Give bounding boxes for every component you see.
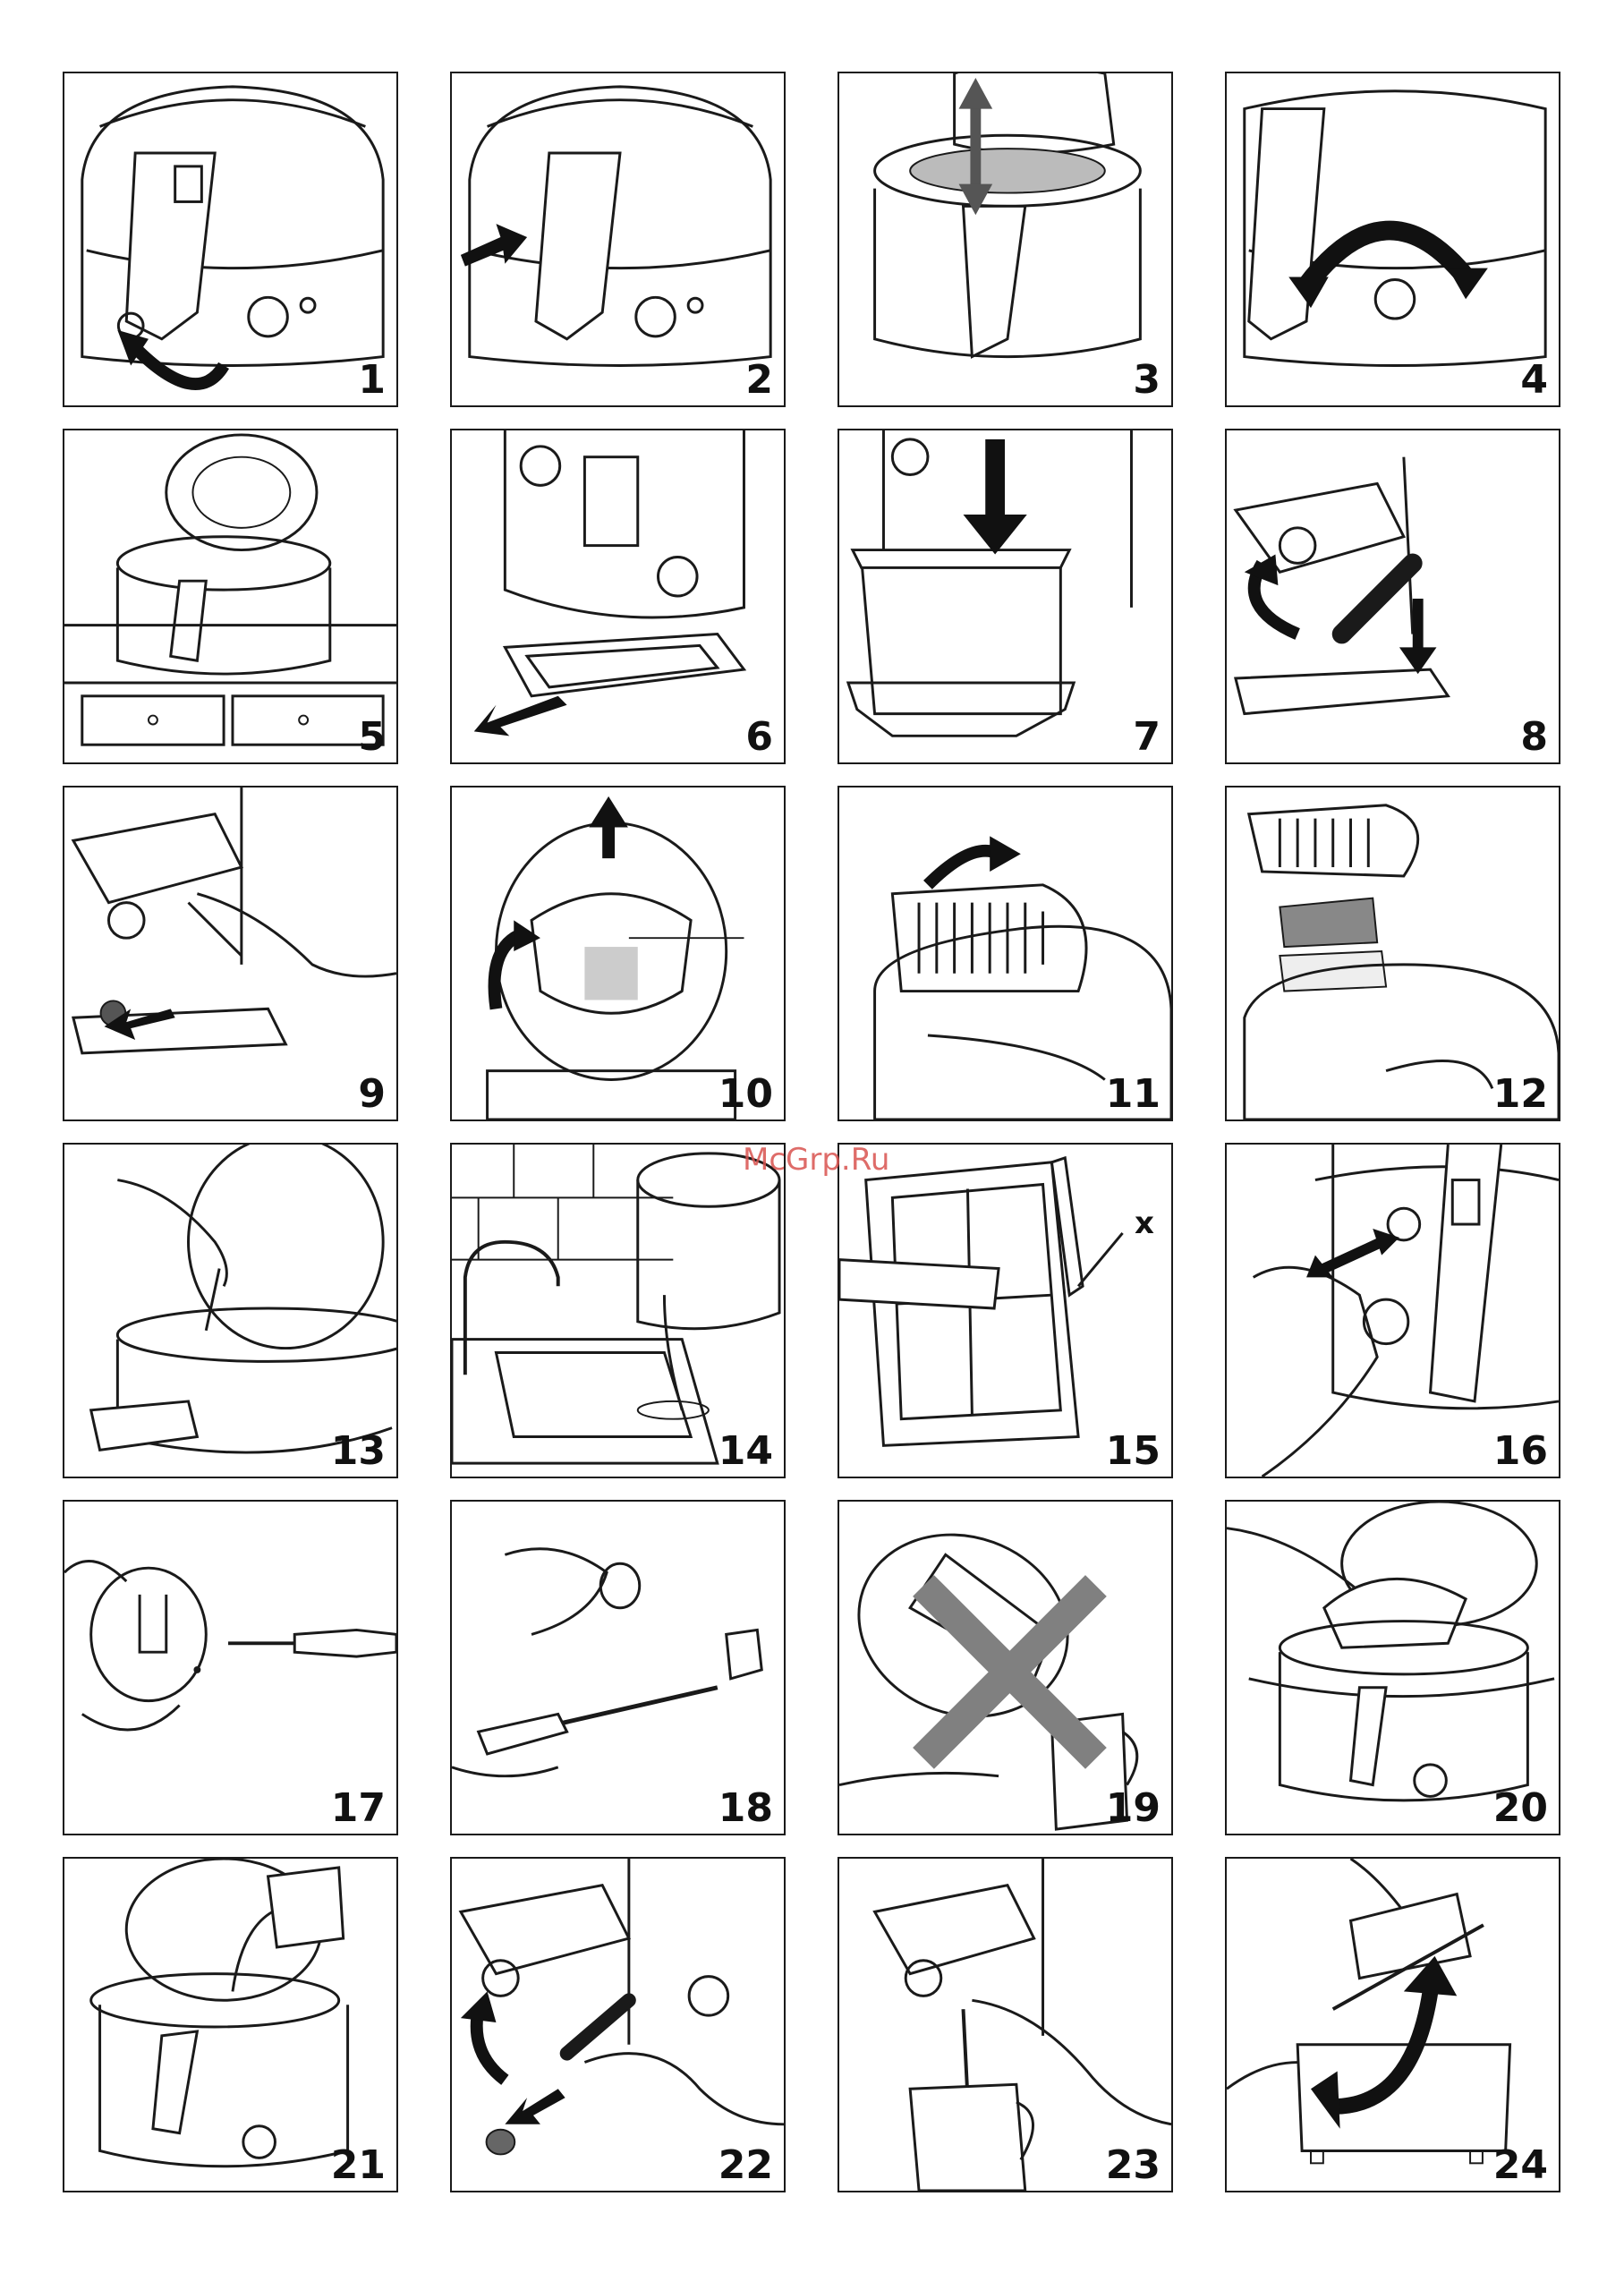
step-panel-21: 21 <box>63 1857 398 2192</box>
step-number: 16 <box>1493 1432 1548 1471</box>
step-number: 5 <box>358 718 386 757</box>
step-number: 9 <box>358 1075 386 1114</box>
container-dishwasher-illustration <box>1227 1859 1559 2191</box>
pour-oil-illustration <box>64 1859 396 2191</box>
drain-oil-illustration <box>839 1859 1171 2191</box>
step-number: 15 <box>1106 1432 1161 1471</box>
remove-cap-illustration <box>64 787 396 1119</box>
part-x-label: x <box>1135 1205 1154 1241</box>
container-part-x-illustration <box>839 1145 1171 1477</box>
rotate-illustration <box>1227 73 1559 405</box>
incorrect-pouring-illustration <box>839 1502 1171 1834</box>
step-number: 13 <box>331 1432 386 1471</box>
cleaning-lid-illustration <box>64 1145 396 1477</box>
step-number: 20 <box>1493 1789 1548 1828</box>
step-panel-13: 13 <box>63 1143 398 1478</box>
step-number: 11 <box>1106 1075 1161 1114</box>
step-number: 10 <box>718 1075 773 1114</box>
step-panel-5: 5 <box>63 429 398 764</box>
step-number: 19 <box>1106 1789 1161 1828</box>
step-number: 17 <box>331 1789 386 1828</box>
step-panel-2: 2 <box>450 72 786 407</box>
step-panel-10: 10 <box>450 786 786 1121</box>
step-number: 21 <box>331 2146 386 2185</box>
fryer-handle-illustration <box>64 73 396 405</box>
step-number: 23 <box>1106 2146 1161 2185</box>
step-panel-17: 17 <box>63 1500 398 1835</box>
step-panel-22: 22 <box>450 1857 786 2192</box>
step-number: 22 <box>718 2146 773 2185</box>
step-panel-20: 20 <box>1225 1500 1560 1835</box>
step-panel-23: 23 <box>838 1857 1173 2192</box>
release-cap-illustration <box>1227 1145 1559 1477</box>
step-panel-6: 6 <box>450 429 786 764</box>
step-panel-1: 1 <box>63 72 398 407</box>
step-panel-15: x 15 <box>838 1143 1173 1478</box>
lift-filter-illustration <box>839 787 1171 1119</box>
bag-in-fryer-illustration <box>1227 1502 1559 1834</box>
step-number: 3 <box>1133 361 1161 400</box>
step-panel-4: 4 <box>1225 72 1560 407</box>
step-panel-3: 3 <box>838 72 1173 407</box>
step-panel-7: 7 <box>838 429 1173 764</box>
step-number: 12 <box>1493 1075 1548 1114</box>
lid-open-basket-illustration <box>839 73 1171 405</box>
step-number: 8 <box>1520 718 1548 757</box>
step-number: 1 <box>358 361 386 400</box>
step-number: 7 <box>1133 718 1161 757</box>
filter-parts-illustration <box>1227 787 1559 1119</box>
remove-drain-cap-illustration <box>452 1859 784 2191</box>
step-number: 18 <box>718 1789 773 1828</box>
step-panel-12: 12 <box>1225 786 1560 1121</box>
watermark-text: McGrp.Ru <box>743 1142 889 1178</box>
cap-screwdriver-illustration <box>64 1502 396 1834</box>
step-panel-19: 19 <box>838 1500 1173 1835</box>
insert-container-illustration <box>839 430 1171 762</box>
pull-drawer-illustration <box>452 430 784 762</box>
step-number: 14 <box>718 1432 773 1471</box>
step-panel-18: 18 <box>450 1500 786 1835</box>
illustration-grid: 1 2 <box>63 72 1561 2192</box>
step-number: 6 <box>745 718 773 757</box>
step-panel-14: 14 <box>450 1143 786 1478</box>
fryer-button-press-illustration <box>452 73 784 405</box>
drain-sink-illustration <box>452 1145 784 1477</box>
fryer-on-counter-illustration <box>64 430 396 762</box>
container-in-tray-illustration <box>1227 430 1559 762</box>
step-panel-11: 11 <box>838 786 1173 1121</box>
step-number: 4 <box>1520 361 1548 400</box>
step-number: 2 <box>745 361 773 400</box>
step-number: 24 <box>1493 2146 1548 2185</box>
step-panel-9: 9 <box>63 786 398 1121</box>
screwdriver-part-illustration <box>452 1502 784 1834</box>
step-panel-8: 8 <box>1225 429 1560 764</box>
remove-lid-illustration <box>452 787 784 1119</box>
step-panel-16: 16 <box>1225 1143 1560 1478</box>
step-panel-24: 24 <box>1225 1857 1560 2192</box>
